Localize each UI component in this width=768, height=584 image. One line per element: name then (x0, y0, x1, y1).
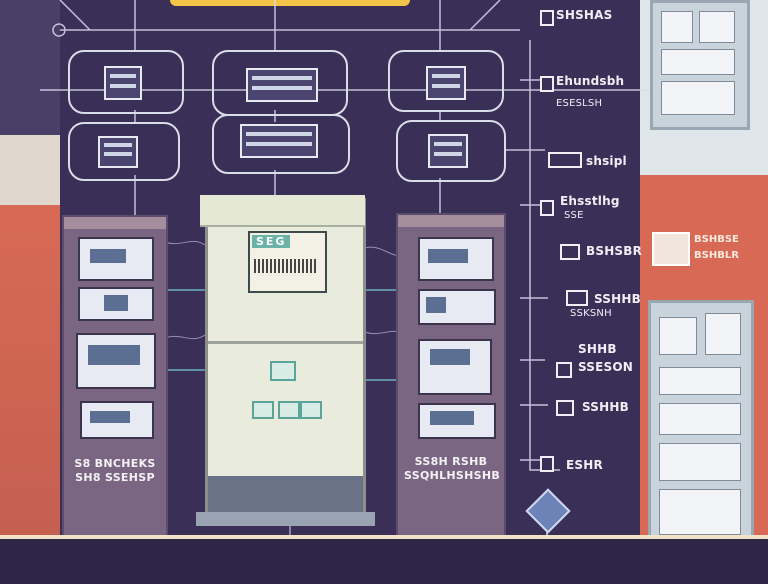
device-icon (556, 400, 574, 416)
cabinet-panel (418, 289, 496, 325)
diagram-node (212, 114, 350, 174)
wall-monitor (648, 300, 754, 546)
cabinet-label: SH8 SSEHSP (75, 471, 155, 484)
cabinet-panel (418, 237, 494, 281)
flow-node (300, 401, 322, 419)
cabinet-label: S8 BNCHEKS (74, 457, 156, 470)
device-icon (560, 244, 580, 260)
flow-node (270, 361, 296, 381)
legend-label: SHHB (578, 342, 617, 356)
legend-label: BSHSBR (586, 244, 643, 258)
device-icon (556, 362, 572, 378)
legend-label: shsipl (586, 154, 627, 168)
wall-sign (652, 232, 690, 266)
diagram-node (388, 50, 504, 112)
diagram-node (68, 122, 180, 181)
network-hub-icon (525, 488, 571, 534)
diagram-node (396, 120, 506, 182)
right-server-cabinet: SS8H RSHB SSQHLHSHSHB (396, 213, 506, 539)
cabinet-panel (418, 339, 492, 395)
flow-node (252, 401, 274, 419)
diagram-node (68, 50, 184, 114)
doc-icon (540, 456, 554, 472)
diagram-node (212, 50, 348, 116)
device-icon (566, 290, 588, 306)
legend-label: ESHR (566, 458, 603, 472)
doc-icon (540, 200, 554, 216)
center-display-label: SEG (252, 235, 291, 248)
left-server-cabinet: S8 BNCHEKS SH8 SSEHSP (62, 215, 168, 539)
central-server-unit: SEG (196, 195, 375, 526)
cabinet-label: SSQHLHSHSHB (404, 469, 501, 482)
legend-label: ESESLSH (556, 98, 603, 109)
cabinet-panel (78, 237, 154, 281)
legend-label: SHSHAS (556, 8, 613, 22)
legend-label: SSKSNH (570, 308, 612, 319)
legend-label: Ehundsbh (556, 74, 625, 88)
floor (0, 535, 768, 584)
server-icon (548, 152, 582, 168)
cabinet-panel (78, 287, 154, 321)
cabinet-panel (76, 333, 156, 389)
wall-sign-text: BSHBSE (694, 234, 739, 245)
cabinet-panel (80, 401, 154, 439)
wall-monitor (650, 0, 750, 130)
top-accent-bar (170, 0, 410, 6)
legend-label: Ehsstlhg (560, 194, 620, 208)
wall-sign-text: BSHBLR (694, 250, 739, 261)
doc-icon (540, 76, 554, 92)
legend-label: SSE (564, 210, 584, 221)
legend-label: SSHHB (582, 400, 629, 414)
doc-icon (540, 10, 554, 26)
cabinet-label: SS8H RSHB (414, 455, 488, 468)
cabinet-panel (418, 403, 496, 439)
legend-label: SSHHB (594, 292, 641, 306)
flow-node (278, 401, 300, 419)
barcode-icon (254, 259, 316, 273)
legend-label: SSESON (578, 360, 634, 374)
left-wall (0, 0, 60, 540)
